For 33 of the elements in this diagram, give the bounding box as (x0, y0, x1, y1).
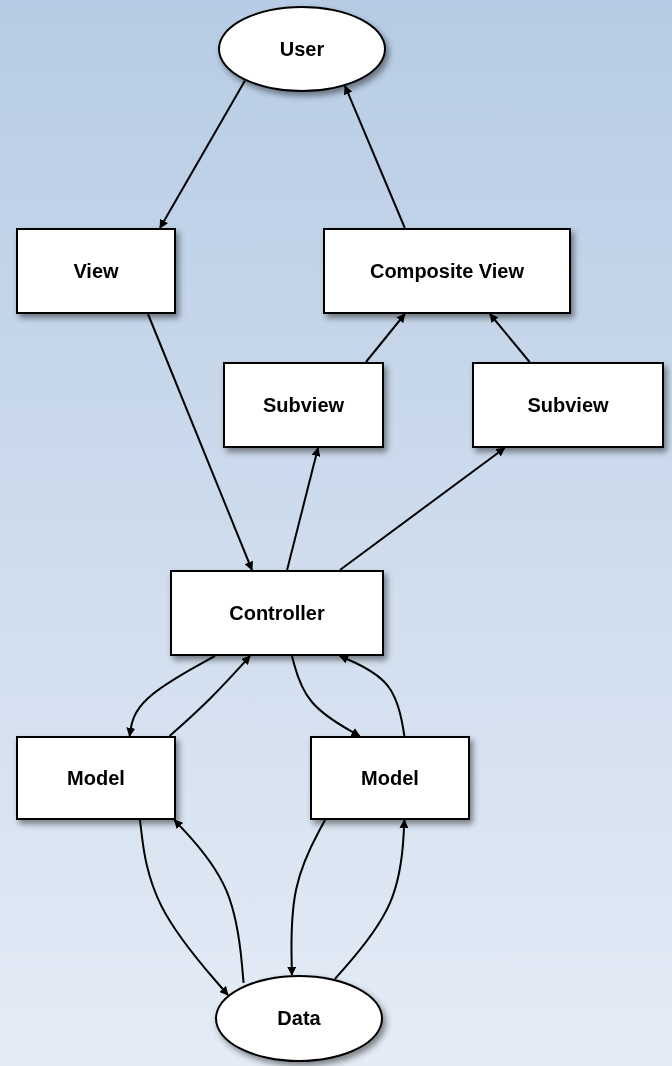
arrow (287, 819, 327, 976)
node-label: Subview (262, 393, 345, 417)
node-label: Composite View (369, 259, 525, 283)
process-box (170, 570, 384, 656)
arrow (338, 655, 406, 737)
node-label: Model (361, 766, 419, 790)
node-label: Data (277, 1007, 321, 1030)
arrow (291, 655, 361, 737)
arrow (364, 313, 406, 363)
node-label: Model (67, 766, 125, 790)
arrow (333, 819, 409, 980)
node-label: View (73, 259, 119, 283)
arrow (168, 655, 252, 737)
arrow (286, 447, 321, 571)
process-box (323, 228, 571, 314)
arrow (344, 85, 406, 229)
process-box (310, 736, 470, 820)
arrow (126, 655, 216, 737)
node-label: Controller (229, 601, 325, 625)
ellipse-node (218, 6, 386, 92)
process-box (472, 362, 664, 448)
arrow (139, 819, 229, 996)
node-label: User (279, 37, 325, 61)
arrow (173, 819, 245, 984)
arrow (338, 447, 506, 571)
node-label: Subview (527, 393, 609, 417)
process-box (223, 362, 384, 448)
arrow (147, 313, 254, 571)
ellipse-node (215, 975, 383, 1062)
arrow (159, 79, 246, 229)
process-box (16, 736, 176, 820)
arrow (488, 313, 531, 363)
process-box (16, 228, 176, 314)
